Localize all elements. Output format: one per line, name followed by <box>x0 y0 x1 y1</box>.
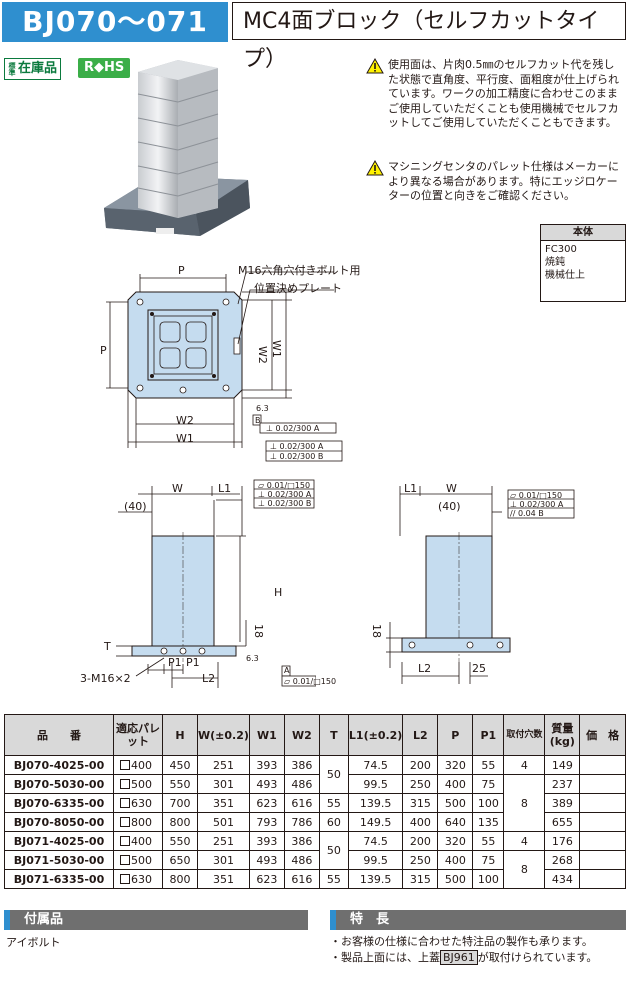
stock-badge-small: 標準 <box>8 62 16 76</box>
col-model: 品 番 <box>4 714 114 756</box>
col-h: H <box>162 714 198 756</box>
tol-perp-top: ⊥ 0.02/300 A <box>266 424 320 433</box>
stock-badge-label: 在庫品 <box>18 61 58 76</box>
dim-40-front: (40) <box>124 500 147 513</box>
accessories-section: 付属品 アイボルト <box>4 910 308 950</box>
lid-code: BJ961 <box>440 950 478 965</box>
col-holes: 取付穴数 <box>503 714 546 756</box>
col-w: W(±0.2) <box>197 714 250 756</box>
warning-icon <box>366 58 384 74</box>
note-self-cut-text: 使用面は、片肉0.5㎜のセルフカット代を残した状態で直角度、平行度、面粗度が仕上… <box>388 58 619 129</box>
dim-l2-front: L2 <box>202 672 216 685</box>
table-row: BJ071-4025-00 400 550 251 393 386 50 74.… <box>4 831 626 870</box>
dim-h: H <box>274 586 283 599</box>
dim-l1-side: L1 <box>404 482 418 495</box>
col-l2: L2 <box>402 714 439 756</box>
dim-l2-side: L2 <box>418 662 432 675</box>
dim-18-front: 18 <box>252 624 265 638</box>
col-p1: P1 <box>472 714 505 756</box>
bolt-spec: 3-M16×2 <box>80 672 131 685</box>
spec-table: 品 番 適応パレット H W(±0.2) W1 W2 T L1(±0.2) L2… <box>4 714 626 889</box>
note-pallet: マシニングセンタのパレット仕様はメーカーにより異なる場合があります。特にエッジロ… <box>366 160 624 208</box>
material-line: 焼鈍 <box>545 257 565 268</box>
rohs-badge: R◆HS <box>78 58 131 78</box>
tol-perp-front: ⊥ 0.02/300 B <box>258 499 312 508</box>
dim-p-left: P <box>100 344 107 357</box>
tol-par-side: // 0.04 B <box>510 509 544 518</box>
tol-flat-front: ▱ 0.01/□150 <box>258 481 311 490</box>
tol-flat-side: ▱ 0.01/□150 <box>510 491 563 500</box>
table-row: BJ070-4025-00 400 450 251 393 386 50 74.… <box>4 755 626 794</box>
table-row: BJ070-5030-00 500 550 301 493 486 99.5 2… <box>4 774 626 832</box>
col-price: 価 格 <box>579 714 626 756</box>
dim-40-side: (40) <box>438 500 461 513</box>
dim-25: 25 <box>472 662 486 675</box>
col-l1: L1(±0.2) <box>347 714 404 756</box>
table-row: BJ071-5030-00 500 650 301 493 486 99.5 2… <box>4 850 626 889</box>
col-w1: W1 <box>248 714 285 756</box>
plate-label: 位置決めプレート <box>254 282 342 295</box>
accessories-title: 付属品 <box>24 912 64 927</box>
tol-base-front: ▱ 0.01/□150 <box>284 677 337 686</box>
dim-p1-b: P1 <box>186 656 200 669</box>
col-p: P <box>437 714 474 756</box>
tol-perp-top-3: ⊥ 0.02/300 B <box>270 452 324 461</box>
accessories-text: アイボルト <box>6 936 61 949</box>
page-title: MC4面ブロック（セルフカットタイプ） <box>232 2 626 72</box>
material-header: 本体 <box>541 225 625 241</box>
top-view-drawing <box>106 271 343 462</box>
dim-w-front: W <box>172 482 183 495</box>
product-photo <box>104 60 250 236</box>
datum-a-front: A <box>284 666 290 675</box>
features-line-1: ・お客様の仕様に合わせた特注品の製作も承ります。 <box>330 935 593 948</box>
col-pallet: 適応パレット <box>113 714 163 756</box>
dim-18-side: 18 <box>370 624 383 638</box>
series-code: BJ070～071 <box>2 2 228 42</box>
tol-perp-side: ⊥ 0.02/300 A <box>510 500 564 509</box>
note-pallet-text: マシニングセンタのパレット仕様はメーカーにより異なる場合があります。特にエッジロ… <box>388 160 619 202</box>
dim-w1-right: W1 <box>270 340 283 358</box>
material-line: 機械仕上 <box>545 270 585 281</box>
dim-p1-a: P1 <box>168 656 182 669</box>
bolt-label: M16六角穴付きボルト用 <box>238 264 361 277</box>
note-self-cut: 使用面は、片肉0.5㎜のセルフカット代を残した状態で直角度、平行度、面粗度が仕上… <box>366 58 624 150</box>
tol-perp-top-2: ⊥ 0.02/300 A <box>270 442 324 451</box>
dim-l1-front: L1 <box>218 482 232 495</box>
table-row: BJ071-6335-00 630 800 351 623 616 55 139… <box>4 869 626 889</box>
features-title: 特 長 <box>350 912 390 927</box>
col-mass: 質量(kg) <box>544 714 581 756</box>
warning-icon <box>366 160 384 176</box>
front-view-drawing <box>116 479 316 688</box>
roughness-front: 6.3 <box>246 654 259 663</box>
dim-t: T <box>104 640 111 653</box>
dim-w1-bottom: W1 <box>176 432 194 445</box>
stock-badge: 標準 在庫品 <box>4 58 62 80</box>
tol-par-front: ⊥ 0.02/300 A <box>258 490 312 499</box>
table-header-row: 品 番 適応パレット H W(±0.2) W1 W2 T L1(±0.2) L2… <box>4 714 626 756</box>
side-view-drawing <box>386 486 575 684</box>
roughness-mark: 6.3 <box>256 404 269 413</box>
dim-w2-bottom: W2 <box>176 414 194 427</box>
dim-w2-right: W2 <box>256 346 269 364</box>
dim-p-top: P <box>178 264 185 277</box>
col-t: T <box>318 714 349 756</box>
col-w2: W2 <box>283 714 320 756</box>
material-line: FC300 <box>545 244 577 255</box>
dim-w-side: W <box>446 482 457 495</box>
datum-b: B <box>255 416 261 425</box>
material-box: 本体 FC300 焼鈍 機械仕上 <box>540 224 626 302</box>
